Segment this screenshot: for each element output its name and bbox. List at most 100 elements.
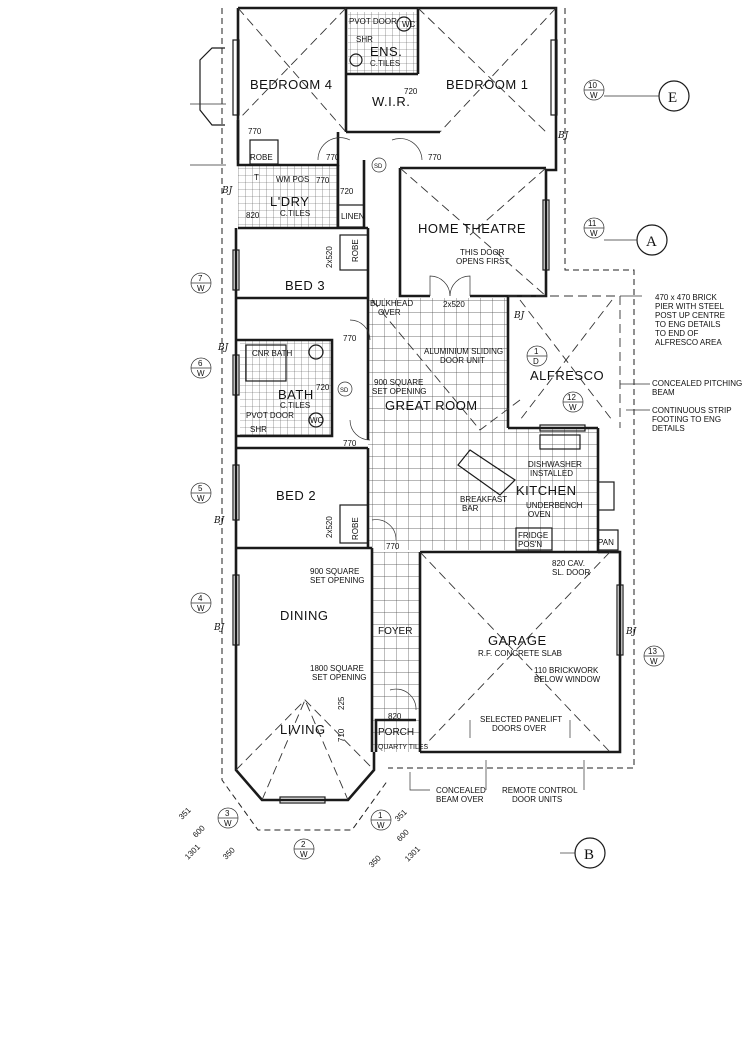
dim-720: 720 bbox=[404, 87, 418, 96]
dim-770: 770 bbox=[248, 127, 262, 136]
note-brick-pier: 470 x 470 BRICK bbox=[655, 293, 717, 302]
room-home-theatre: HOME THEATRE bbox=[418, 221, 526, 236]
windows bbox=[199, 39, 624, 804]
note-dishwasher: DISHWASHER bbox=[528, 460, 582, 469]
great-room-tile-floor bbox=[368, 298, 508, 550]
window-tag-num: 5 bbox=[198, 484, 203, 493]
room-garage: GARAGE bbox=[488, 633, 547, 648]
doors bbox=[317, 137, 471, 711]
note-aluminium-door: ALUMINIUM SLIDING bbox=[424, 347, 503, 356]
note-concealed-beam: CONCEALED bbox=[436, 786, 486, 795]
porch-tiles: QUARTY TILES bbox=[378, 744, 429, 751]
note-1800-opening: SET OPENING bbox=[312, 673, 367, 682]
linen-cupboard: LINEN bbox=[341, 212, 365, 221]
internal-walls bbox=[236, 8, 620, 752]
dim-600: 600 bbox=[395, 827, 411, 843]
window-tag-sub: W bbox=[590, 229, 598, 238]
dim-820: 820 bbox=[246, 211, 260, 220]
room-bath: BATH bbox=[278, 387, 314, 402]
room-living: LIVING bbox=[280, 722, 326, 737]
note-panelift: SELECTED PANELIFT bbox=[480, 715, 562, 724]
smoke-detector: SD bbox=[374, 164, 383, 170]
laundry-tiles: C.TILES bbox=[280, 209, 310, 218]
dim-351: 351 bbox=[393, 807, 409, 823]
dim-770: 770 bbox=[326, 153, 340, 162]
window-tags: 10 W 11 W 7 W 6 W 5 W 4 W 13 W 12 W 3 W … bbox=[190, 79, 665, 860]
note-cavity-door: SL. DOOR bbox=[552, 568, 590, 577]
room-ensuite: ENS. bbox=[370, 44, 402, 59]
corner-bath: CNR BATH bbox=[252, 349, 293, 358]
note-aluminium-door: DOOR UNIT bbox=[440, 356, 485, 365]
note-breakfast-bar: BREAKFAST bbox=[460, 495, 507, 504]
dim-770: 770 bbox=[343, 439, 357, 448]
dim-770: 770 bbox=[386, 542, 400, 551]
bath-tiles: C.TILES bbox=[280, 401, 310, 410]
handwritten-bj: BJ bbox=[217, 343, 230, 353]
note-remote-control: DOOR UNITS bbox=[512, 795, 562, 804]
window-tag-num: 2 bbox=[301, 840, 306, 849]
window-tag-num: 13 bbox=[648, 647, 657, 656]
window-tag-sub: W bbox=[197, 284, 205, 293]
note-brick-pier: TO ENG DETAILS bbox=[655, 320, 721, 329]
dim-2x520: 2x520 bbox=[325, 246, 334, 268]
note-brickwork: BELOW WINDOW bbox=[534, 675, 601, 684]
handwritten-bj: BJ bbox=[625, 627, 638, 637]
window-tag-sub: W bbox=[224, 819, 232, 828]
room-kitchen: KITCHEN bbox=[516, 483, 577, 498]
note-this-door: THIS DOOR bbox=[460, 248, 505, 257]
note-underbench-oven: UNDERBENCH bbox=[526, 501, 583, 510]
grid-bubble-a: A bbox=[646, 234, 657, 250]
dim-770: 770 bbox=[428, 153, 442, 162]
window-tag-num: 6 bbox=[198, 359, 203, 368]
window-tag-num: 12 bbox=[567, 393, 576, 402]
window-tag-sub: W bbox=[197, 604, 205, 613]
dim-351: 351 bbox=[177, 805, 193, 821]
ensuite-pivot-door: PVOT DOOR bbox=[349, 17, 397, 26]
dim-600: 600 bbox=[191, 823, 207, 839]
note-900-opening: SET OPENING bbox=[310, 576, 365, 585]
room-alfresco: ALFRESCO bbox=[530, 368, 604, 383]
pantry: PAN bbox=[598, 538, 614, 547]
bed2-robe: ROBE bbox=[351, 517, 360, 540]
room-great-room: GREAT ROOM bbox=[385, 398, 478, 413]
note-brickwork: 110 BRICKWORK bbox=[534, 666, 599, 675]
room-wir: W.I.R. bbox=[372, 94, 410, 109]
note-fridge: FRIDGE bbox=[518, 531, 548, 540]
ensuite-shower: SHR bbox=[356, 35, 373, 44]
note-concealed-beam: BEAM OVER bbox=[436, 795, 484, 804]
note-bulkhead: BULKHEAD bbox=[370, 299, 413, 308]
note-brick-pier: ALFRESCO AREA bbox=[655, 338, 722, 347]
handwritten-bj: BJ bbox=[557, 131, 570, 141]
handwritten-bj: BJ bbox=[221, 186, 234, 196]
note-dishwasher: INSTALLED bbox=[530, 469, 573, 478]
handwritten-markings: BJ BJ BJ BJ BJ BJ BJ SD SD bbox=[190, 103, 638, 637]
foyer-tile-floor bbox=[372, 552, 420, 752]
room-laundry: L'DRY bbox=[270, 194, 309, 209]
room-porch: PORCH bbox=[378, 727, 414, 738]
bath-pivot-door: PVOT DOOR bbox=[246, 411, 294, 420]
ensuite-tile-floor bbox=[348, 12, 418, 74]
laundry-wm-pos: WM POS bbox=[276, 175, 309, 184]
door-tag-num: 1 bbox=[534, 347, 539, 356]
note-900-opening: 900 SQUARE bbox=[374, 378, 423, 387]
note-underbench-oven: OVEN bbox=[528, 510, 551, 519]
grid-bubble-e: E bbox=[668, 90, 677, 106]
dim-720: 720 bbox=[340, 187, 354, 196]
construction-notes: THIS DOOR OPENS FIRST BULKHEAD OVER ALUM… bbox=[310, 248, 742, 804]
note-pitching-beam: BEAM bbox=[652, 388, 675, 397]
grid-bubble-b: B bbox=[584, 847, 594, 863]
laundry-tile-floor bbox=[238, 165, 338, 227]
door-tag-sub: D bbox=[533, 357, 539, 366]
ensuite-wc: WC bbox=[402, 20, 416, 29]
note-pitching-beam: CONCEALED PITCHING bbox=[652, 379, 742, 388]
robe-bedroom-4: ROBE bbox=[250, 153, 273, 162]
ensuite-tiles: C.TILES bbox=[370, 59, 400, 68]
room-bedroom-4: BEDROOM 4 bbox=[250, 77, 333, 92]
eaves-lines bbox=[221, 8, 635, 831]
note-brick-pier: PIER WITH STEEL bbox=[655, 302, 724, 311]
dim-225: 225 bbox=[337, 696, 346, 710]
window-tag-num: 11 bbox=[588, 219, 597, 228]
window-tag-sub: W bbox=[377, 821, 385, 830]
handwritten-bj: BJ bbox=[513, 311, 526, 321]
